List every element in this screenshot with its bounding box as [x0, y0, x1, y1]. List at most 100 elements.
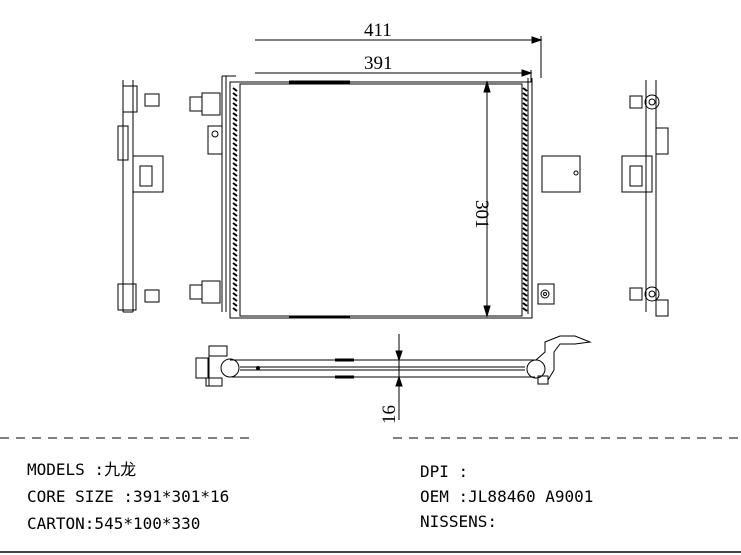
fin-tick — [522, 147, 528, 152]
fin-tick — [232, 132, 238, 137]
nissens-text: NISSENS: — [420, 512, 498, 531]
thickness-label: 16 — [379, 405, 400, 424]
condenser-front-view — [189, 75, 581, 319]
fin-tick — [232, 277, 238, 282]
fin-tick — [232, 292, 238, 297]
fin-tick — [522, 162, 528, 167]
fin-tick — [522, 92, 528, 97]
fin-tick — [522, 242, 528, 247]
fin-tick — [232, 282, 238, 287]
fin-tick — [522, 152, 528, 157]
fin-tick — [522, 267, 528, 272]
fin-tick — [232, 172, 238, 177]
fin-tick — [232, 147, 238, 152]
fin-tick — [232, 202, 238, 207]
fin-tick — [522, 262, 528, 267]
fin-tick — [232, 107, 238, 112]
fin-tick — [522, 307, 528, 312]
fin-tick — [522, 272, 528, 277]
fin-tick — [232, 237, 238, 242]
fin-tick — [232, 242, 238, 247]
fin-tick — [232, 227, 238, 232]
fin-tick — [522, 207, 528, 212]
fin-tick — [232, 272, 238, 277]
fin-tick — [232, 307, 238, 312]
fin-tick — [522, 97, 528, 102]
core-size-text: CORE SIZE :391*301*16 — [27, 487, 230, 506]
core-width-label: 391 — [364, 53, 393, 74]
models-text: MODELS :九龙 — [27, 460, 137, 479]
fin-tick — [522, 172, 528, 177]
right-side-view — [621, 80, 669, 317]
fin-tick — [232, 257, 238, 262]
fin-tick — [522, 177, 528, 182]
fin-tick — [232, 302, 238, 307]
fin-tick — [522, 117, 528, 122]
fin-tick — [232, 262, 238, 267]
fin-tick — [522, 202, 528, 207]
fin-tick — [232, 87, 238, 92]
fin-tick — [522, 107, 528, 112]
dimension-core-width: 391 — [255, 53, 533, 82]
fin-tick — [522, 277, 528, 282]
fin-tick — [522, 212, 528, 217]
fin-tick — [232, 102, 238, 107]
fin-tick — [232, 97, 238, 102]
overall-width-label: 411 — [364, 20, 392, 41]
fin-tick — [522, 102, 528, 107]
dimension-overall-width: 411 — [255, 20, 543, 78]
condenser-bottom-view: 16 — [195, 334, 592, 424]
fin-tick — [232, 252, 238, 257]
fin-tick — [232, 247, 238, 252]
fin-tick — [522, 227, 528, 232]
fin-tick — [522, 112, 528, 117]
fin-tick — [232, 92, 238, 97]
dpi-text: DPI : — [420, 462, 469, 481]
fin-tick — [522, 297, 528, 302]
fin-tick — [522, 167, 528, 172]
fin-tick — [522, 302, 528, 307]
fin-tick — [232, 182, 238, 187]
fin-tick — [232, 142, 238, 147]
fin-tick — [232, 177, 238, 182]
fin-tick — [232, 287, 238, 292]
fin-tick — [522, 192, 528, 197]
fin-tick — [232, 297, 238, 302]
fin-tick — [232, 162, 238, 167]
oem-text: OEM :JL88460 A9001 — [420, 487, 594, 506]
fin-tick — [232, 217, 238, 222]
fin-tick — [522, 247, 528, 252]
fin-tick — [522, 197, 528, 202]
fin-tick — [232, 137, 238, 142]
fin-tick — [522, 87, 528, 92]
core-height-label: 301 — [471, 200, 492, 229]
fin-tick — [232, 232, 238, 237]
fin-tick — [232, 222, 238, 227]
fin-tick — [232, 117, 238, 122]
fin-tick — [232, 267, 238, 272]
fin-tick — [232, 152, 238, 157]
fin-tick — [522, 282, 528, 287]
fin-tick — [232, 157, 238, 162]
right-fin-ticks — [522, 87, 528, 312]
carton-text: CARTON:545*100*330 — [27, 514, 201, 533]
fin-tick — [522, 237, 528, 242]
fin-tick — [522, 122, 528, 127]
fin-tick — [232, 187, 238, 192]
fin-tick — [522, 182, 528, 187]
fin-tick — [232, 122, 238, 127]
fin-tick — [232, 192, 238, 197]
fin-tick — [522, 142, 528, 147]
fin-tick — [522, 292, 528, 297]
left-fin-ticks — [232, 87, 238, 312]
dimension-core-height: 301 — [471, 80, 492, 318]
fin-tick — [232, 197, 238, 202]
fin-tick — [522, 287, 528, 292]
fin-tick — [522, 217, 528, 222]
fin-tick — [232, 112, 238, 117]
fin-tick — [522, 132, 528, 137]
fin-tick — [232, 127, 238, 132]
left-side-view — [117, 80, 164, 313]
